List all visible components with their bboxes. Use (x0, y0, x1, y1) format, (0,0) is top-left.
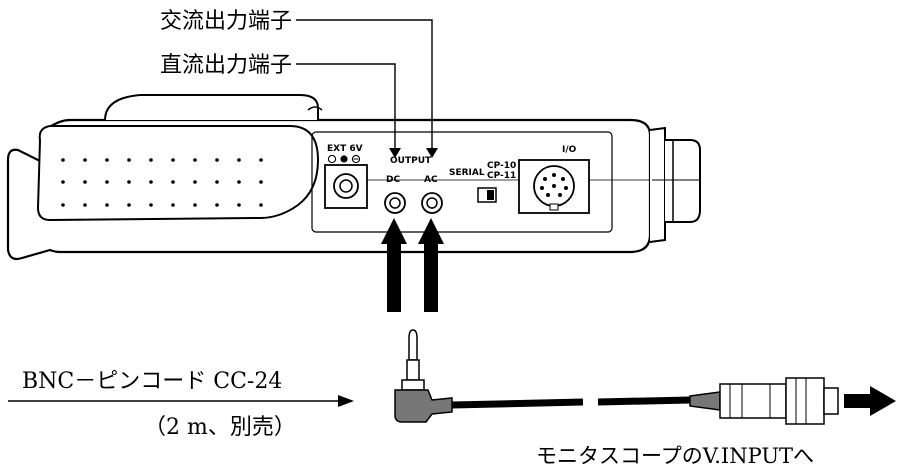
ac-output-terminal-label: 交流出力端子 (160, 9, 292, 34)
insert-arrow-dc (381, 218, 407, 312)
io-label: I/O (562, 145, 577, 155)
ext-power-jack (324, 154, 368, 209)
cable-line (451, 391, 691, 413)
dc-output-terminal-label: 直流出力端子 (160, 53, 292, 78)
bnc-connector (689, 377, 839, 425)
cable-name-arrow (8, 395, 354, 407)
polarity-minus-icon (351, 154, 361, 164)
cable-note-label: （2 m、別売） (144, 415, 296, 440)
ac-output-jack (421, 192, 443, 214)
io-connector (518, 159, 590, 214)
ext-power-label: EXT 6V (327, 144, 363, 154)
pin-plug (394, 329, 453, 423)
output-label: OUTPUT (390, 156, 432, 166)
speaker-grille (61, 158, 263, 207)
serial-label: SERIAL (449, 168, 485, 178)
insert-arrow-ac (418, 218, 444, 312)
cable-name-label: BNC－ピンコード CC-24 (22, 369, 282, 394)
dc-output-jack (384, 192, 406, 214)
cp10-label: CP-10 (487, 161, 516, 171)
ac-label: AC (424, 175, 438, 185)
to-monitor-arrow (844, 386, 896, 416)
dc-leader-line (296, 63, 401, 158)
polarity-ac-icon (327, 154, 337, 164)
ac-leader-line (296, 19, 438, 158)
destination-label: モニタスコープのV.INPUTへ (536, 444, 814, 467)
serial-switch (477, 187, 497, 203)
dc-label: DC (386, 175, 400, 185)
cp11-label: CP-11 (487, 171, 516, 181)
polarity-plus-icon (340, 155, 348, 163)
